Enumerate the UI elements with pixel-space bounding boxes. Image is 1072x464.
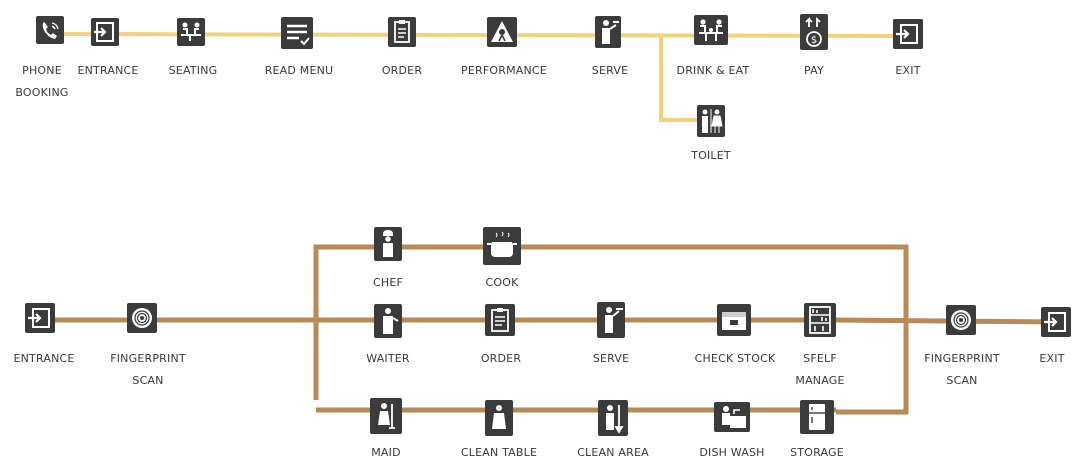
label-read-menu: READ MENU xyxy=(264,64,334,77)
label-check-stock: CHECK STOCK xyxy=(694,352,776,365)
label-phone-booking: PHONE BOOKING xyxy=(0,60,112,104)
dish-wash-icon xyxy=(714,402,750,432)
label-booking: BOOKING xyxy=(15,86,69,99)
label-order: ORDER xyxy=(381,64,423,77)
label-shelf-manage: SFELF MANAGE xyxy=(750,348,890,392)
label-serve: SERVE xyxy=(591,64,629,77)
staff-top-loop xyxy=(313,244,909,415)
cooking-pot-icon xyxy=(483,227,521,265)
stock-box-icon xyxy=(717,304,751,336)
waiter-serve-icon xyxy=(595,16,621,48)
entrance-icon xyxy=(25,303,55,333)
clipboard-icon xyxy=(388,17,416,47)
label-staff-serve: SERVE xyxy=(592,352,630,365)
exit-icon xyxy=(893,19,923,49)
phone-icon xyxy=(36,16,64,44)
label-drink-eat: DRINK & EAT xyxy=(676,64,750,77)
customer-flow-icons: $ xyxy=(36,14,923,137)
label-fingerprint-scan-in: FINGERPRINT SCAN xyxy=(78,348,218,392)
maid-icon xyxy=(370,398,402,434)
staff-flow-lines xyxy=(40,244,1061,415)
label-scan: SCAN xyxy=(132,374,164,387)
clipboard-icon xyxy=(485,304,515,336)
label-seating: SEATING xyxy=(168,64,218,77)
label-staff-entrance: ENTRANCE xyxy=(13,352,75,365)
waiter-serve-icon xyxy=(597,302,625,338)
staff-flow-icons xyxy=(25,227,1071,436)
chef-icon xyxy=(374,227,402,261)
seating-icon xyxy=(177,18,205,46)
label-scan: SCAN xyxy=(946,374,978,387)
label-staff-order: ORDER xyxy=(480,352,522,365)
shelf-icon xyxy=(804,303,836,337)
waiter-icon xyxy=(374,304,402,338)
svg-text:$: $ xyxy=(811,35,817,46)
label-performance: PERFORMANCE xyxy=(461,64,547,77)
label-chef: CHEF xyxy=(372,276,404,289)
label-sfelf: SFELF xyxy=(803,352,837,365)
fingerprint-icon xyxy=(946,305,976,335)
toilet-icon xyxy=(697,105,725,137)
label-pay: PAY xyxy=(804,64,824,77)
label-maid: MAID xyxy=(371,446,401,459)
customer-toilet-branch xyxy=(659,34,712,122)
label-phone: PHONE xyxy=(22,64,62,77)
dining-icon xyxy=(694,15,728,45)
entrance-icon xyxy=(91,18,119,46)
label-clean-area: CLEAN AREA xyxy=(577,446,649,459)
fridge-icon xyxy=(800,400,834,434)
clean-area-icon xyxy=(598,400,628,436)
label-toilet: TOILET xyxy=(691,149,731,162)
label-manage: MANAGE xyxy=(795,374,845,387)
exit-icon xyxy=(1041,307,1071,337)
label-fingerprint-scan-out: FINGERPRINT SCAN xyxy=(892,348,1032,392)
menu-icon xyxy=(281,17,313,49)
label-storage: STORAGE xyxy=(790,446,844,459)
label-clean-table: CLEAN TABLE xyxy=(460,446,538,459)
performance-icon xyxy=(487,17,517,47)
label-fingerprint: FINGERPRINT xyxy=(110,352,186,365)
clean-table-icon xyxy=(485,400,513,436)
money-icon: $ xyxy=(800,14,828,50)
label-waiter: WAITER xyxy=(366,352,410,365)
label-fingerprint: FINGERPRINT xyxy=(924,352,1000,365)
label-exit: EXIT xyxy=(895,64,921,77)
label-dish-wash: DISH WASH xyxy=(699,446,765,459)
label-entrance: ENTRANCE xyxy=(77,64,139,77)
label-staff-exit: EXIT xyxy=(1039,352,1065,365)
fingerprint-icon xyxy=(127,303,157,333)
label-cook: COOK xyxy=(485,276,519,289)
